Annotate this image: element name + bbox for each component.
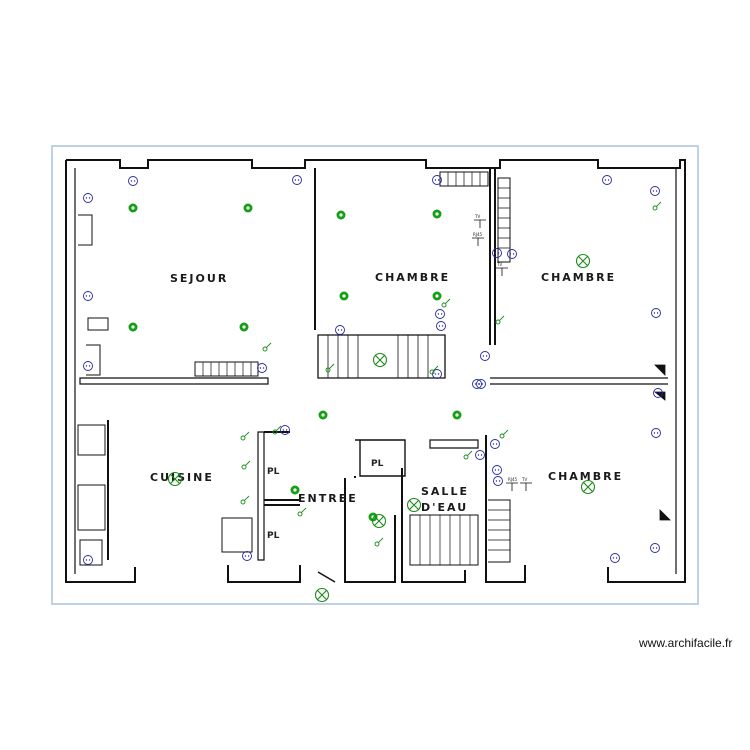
walls — [65, 159, 686, 583]
ceiling-light-icon — [406, 497, 422, 513]
ceiling-light-icon — [167, 471, 183, 487]
socket-icon — [83, 193, 93, 203]
switch-icon — [374, 537, 384, 547]
socket-icon — [432, 175, 442, 185]
light-point-icon — [368, 512, 378, 522]
light-point-icon — [318, 410, 328, 420]
socket-icon — [436, 321, 446, 331]
light-point-icon — [339, 291, 349, 301]
room-label-sejour: SEJOUR — [170, 272, 228, 285]
switch-icon — [241, 460, 251, 470]
socket-icon — [435, 309, 445, 319]
room-label-entree: ENTREE — [298, 492, 358, 505]
tv-outlet-icon — [520, 482, 532, 491]
socket-icon — [651, 308, 661, 318]
socket-icon — [650, 186, 660, 196]
rj45-outlet-icon — [472, 237, 484, 246]
tv-label-chambre-3: TV — [521, 477, 527, 482]
light-point-icon — [336, 210, 346, 220]
light-point-icon — [128, 322, 138, 332]
socket-icon — [602, 175, 612, 185]
ceiling-light-icon — [575, 253, 591, 269]
switch-icon — [240, 495, 250, 505]
ceiling-light-icon — [314, 587, 330, 603]
tv-label-chambre-2: TV — [496, 262, 502, 267]
ceiling-light-icon — [580, 479, 596, 495]
rj45-label-chambre-1: RJ45 — [473, 232, 483, 237]
socket-icon — [128, 176, 138, 186]
room-label-cuisine: CUISINE — [150, 471, 214, 484]
tv-outlet-icon — [474, 219, 486, 228]
switch-icon — [325, 363, 335, 373]
room-label-chambre-1: CHAMBRE — [375, 271, 450, 284]
light-point-icon — [239, 322, 249, 332]
socket-icon — [653, 388, 663, 398]
switch-icon — [652, 201, 662, 211]
switch-icon — [240, 431, 250, 441]
socket-icon — [507, 249, 517, 259]
light-point-icon — [243, 203, 253, 213]
light-point-icons — [128, 203, 462, 522]
tv-outlet-icon — [496, 267, 508, 276]
light-point-icon — [290, 485, 300, 495]
socket-icon — [83, 361, 93, 371]
watermark: www.archifacile.fr — [639, 636, 733, 650]
socket-icon — [493, 476, 503, 486]
plan-frame — [51, 145, 699, 605]
light-point-icon — [432, 209, 442, 219]
socket-icon — [651, 428, 661, 438]
rj45-outlet-icon — [506, 482, 518, 491]
ceiling-light-icon — [371, 513, 387, 529]
switch-icon — [495, 315, 505, 325]
switch-icon — [297, 507, 307, 517]
socket-icon — [242, 551, 252, 561]
socket-icon — [650, 543, 660, 553]
room-label-chambre-2: CHAMBRE — [541, 271, 616, 284]
switch-icons — [240, 201, 662, 547]
socket-icon — [257, 363, 267, 373]
switch-icon — [262, 342, 272, 352]
closet-label-2: PL — [371, 459, 384, 469]
light-point-icon — [432, 291, 442, 301]
socket-icon — [476, 379, 486, 389]
socket-icon — [292, 175, 302, 185]
socket-icon — [610, 553, 620, 563]
room-label-salle-eau-line1: SALLE — [421, 485, 469, 498]
ceiling-light-icons — [167, 253, 596, 603]
socket-icon — [475, 450, 485, 460]
switch-icon — [499, 429, 509, 439]
socket-icon — [492, 465, 502, 475]
room-label-salle-eau-line2: D'EAU — [421, 501, 468, 514]
socket-icon — [83, 291, 93, 301]
rj45-label-chambre-3: RJ45 — [508, 477, 518, 482]
closet-label-3: PL — [267, 531, 280, 541]
socket-icon — [280, 425, 290, 435]
tv-label-chambre-1: TV — [474, 214, 480, 219]
socket-icon — [492, 248, 502, 258]
socket-icon — [480, 351, 490, 361]
socket-icon — [335, 325, 345, 335]
tv-rj45-outlet-icons — [472, 219, 532, 491]
socket-icons — [83, 175, 663, 565]
room-label-chambre-3: CHAMBRE — [548, 470, 623, 483]
socket-icon — [490, 439, 500, 449]
closet-label-1: PL — [267, 467, 280, 477]
ceiling-light-icon — [372, 352, 388, 368]
switch-icon — [441, 298, 451, 308]
socket-icon — [472, 379, 482, 389]
switch-icon — [429, 365, 439, 375]
light-point-icon — [452, 410, 462, 420]
light-point-icon — [128, 203, 138, 213]
socket-icon — [83, 555, 93, 565]
switch-icon — [272, 425, 282, 435]
switch-icon — [463, 450, 473, 460]
